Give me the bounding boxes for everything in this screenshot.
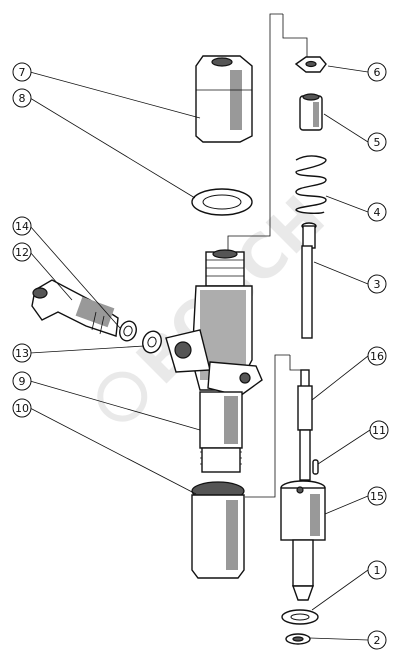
- callout-5: 5: [367, 132, 387, 152]
- part-pin: [312, 459, 319, 475]
- callout-2: 2: [367, 630, 387, 650]
- part-cap-nut: [195, 55, 253, 143]
- callout-13: 13: [12, 343, 32, 363]
- callout-13-label: 13: [15, 347, 29, 360]
- callout-2-label: 2: [374, 634, 381, 647]
- callout-12-label: 12: [15, 246, 29, 259]
- callout-1-label: 1: [374, 564, 381, 577]
- callout-7: 7: [12, 62, 32, 82]
- part-nozzle-needle: [297, 369, 313, 481]
- callout-14: 14: [12, 216, 32, 236]
- callout-16: 16: [367, 346, 387, 366]
- part-sealing-ring: [191, 188, 253, 216]
- part-threaded-section: [199, 391, 243, 473]
- leader-lines: [29, 65, 371, 641]
- callout-4-label: 4: [374, 206, 381, 219]
- callout-15-label: 15: [370, 490, 384, 503]
- callout-4: 4: [367, 202, 387, 222]
- callout-10-label: 10: [15, 402, 29, 415]
- callout-6-label: 6: [374, 66, 381, 79]
- callout-14-label: 14: [15, 220, 29, 233]
- callout-8: 8: [12, 88, 32, 108]
- part-small-nut: [294, 56, 327, 73]
- part-holder-body: [165, 249, 263, 397]
- part-sealing-washer: [142, 330, 162, 354]
- part-push-rod: [301, 222, 317, 339]
- part-retaining-nut: [191, 481, 245, 579]
- part-washer: [281, 609, 319, 625]
- part-spring-seat: [299, 93, 323, 131]
- callout-12: 12: [12, 242, 32, 262]
- callout-15: 15: [367, 486, 387, 506]
- callout-8-label: 8: [19, 92, 26, 105]
- callout-16-label: 16: [370, 350, 384, 363]
- callout-3: 3: [367, 274, 387, 294]
- callout-11: 11: [369, 420, 389, 440]
- assembly-connector-lines: [227, 13, 308, 498]
- part-small-washer: [285, 633, 311, 645]
- callout-3-label: 3: [374, 278, 381, 291]
- callout-10: 10: [12, 398, 32, 418]
- part-spring: [295, 155, 327, 215]
- part-small-ring: [119, 320, 137, 342]
- callout-1: 1: [367, 560, 387, 580]
- callout-11-label: 11: [372, 424, 386, 437]
- part-inlet-connector: [31, 279, 119, 337]
- callout-5-label: 5: [374, 136, 381, 149]
- part-nozzle-body: [280, 480, 326, 601]
- callout-6: 6: [367, 62, 387, 82]
- callout-7-label: 7: [19, 66, 26, 79]
- callout-9: 9: [12, 371, 32, 391]
- callout-9-label: 9: [19, 375, 26, 388]
